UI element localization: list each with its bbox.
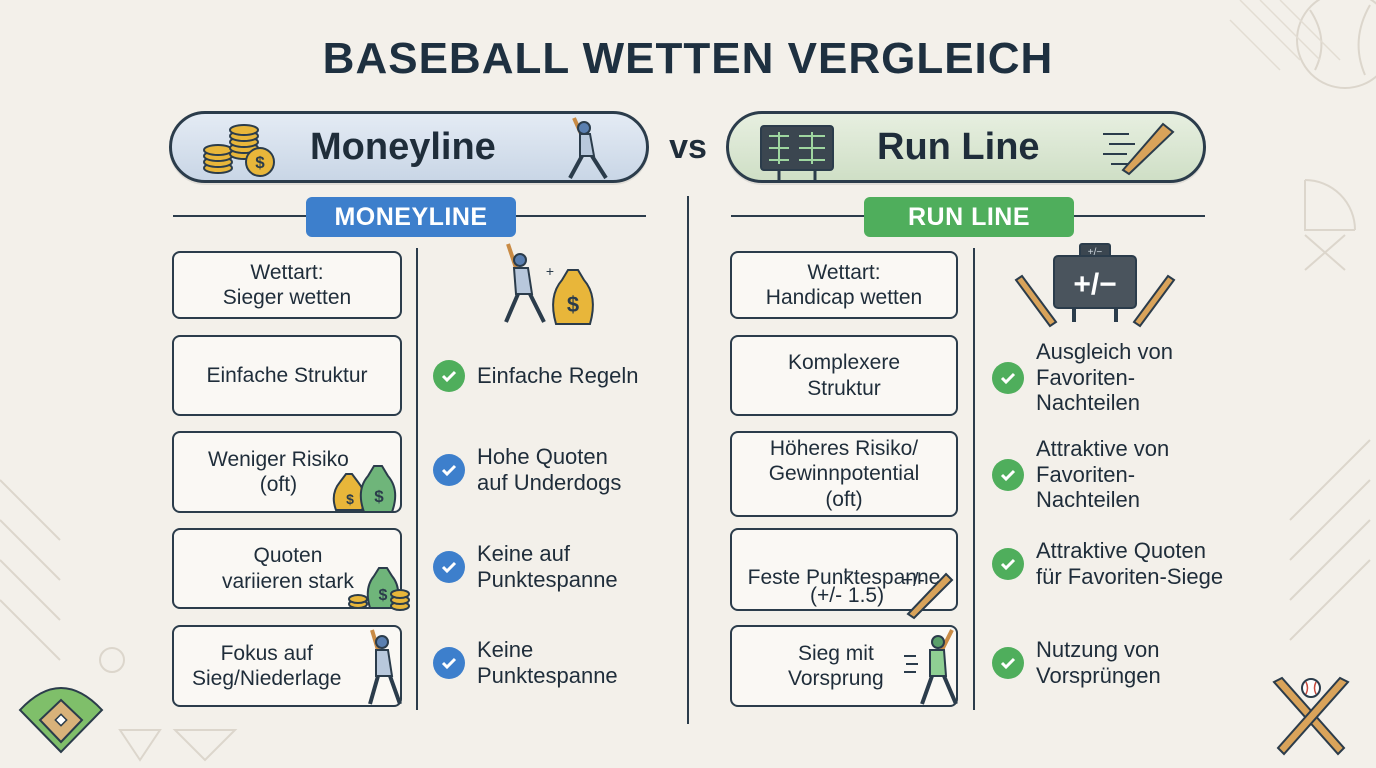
check-blue-icon <box>433 550 465 583</box>
runline-card-bet-type: Wettart: Handicap wetten <box>730 251 958 319</box>
runline-header-pill: Run Line <box>726 111 1206 183</box>
svg-text:$: $ <box>379 587 388 604</box>
moneyline-feature-1-text: Einfache Regeln <box>477 363 639 389</box>
moneyline-card-risk-text: Weniger Risiko (oft) <box>208 447 349 496</box>
svg-text:$: $ <box>374 487 384 506</box>
runline-feature-3: Attraktive Quoten für Favoriten-Siege <box>992 538 1223 589</box>
check-green-icon <box>992 547 1024 580</box>
coin-stack-icon: $ <box>203 124 275 177</box>
svg-text:+: + <box>546 263 554 279</box>
svg-text:$: $ <box>346 491 354 507</box>
runline-card-spread: Feste Punktespanne – +/- (+/- 1.5) <box>730 528 958 611</box>
runline-spread-value: (+/- 1.5) <box>810 584 885 607</box>
runline-card-lead-text: Sieg mit Vorsprung <box>788 641 884 690</box>
runline-spread-sign: +/- <box>902 570 925 591</box>
runline-card-lead: Sieg mit Vorsprung <box>730 625 958 707</box>
runline-badge: RUN LINE <box>864 197 1074 237</box>
runline-feature-4-text: Nutzung von Vorsprüngen <box>1036 637 1161 688</box>
runline-feature-2-text: Attraktive von Favoriten- Nachteilen <box>1036 436 1170 513</box>
svg-text:$: $ <box>567 292 579 317</box>
check-green-icon <box>992 361 1024 394</box>
scoreboard-icon <box>760 125 834 180</box>
center-divider <box>687 196 689 724</box>
runline-feature-1-text: Ausgleich von Favoriten- Nachteilen <box>1036 339 1173 416</box>
check-blue-icon <box>433 646 465 679</box>
runline-column-divider <box>973 248 975 710</box>
moneyline-card-focus: Fokus auf Sieg/Niederlage <box>172 625 402 707</box>
bat-icon <box>1103 122 1175 176</box>
money-bags-icon: $ $ <box>332 465 397 513</box>
batter-card-icon <box>368 629 402 705</box>
batter-icon <box>568 117 608 180</box>
baseball-diamond-icon <box>18 687 104 754</box>
moneyline-card-bet-type: Wettart: Sieger wetten <box>172 251 402 319</box>
moneyline-feature-3: Keine auf Punktespanne <box>433 541 618 592</box>
runline-spread-minus: – <box>844 563 853 580</box>
moneyline-card-odds-text: Quoten variieren stark <box>222 544 354 593</box>
moneyline-card-focus-text: Fokus auf Sieg/Niederlage <box>192 641 342 690</box>
check-green-icon <box>433 360 465 392</box>
moneyline-feature-4: Keine Punktespanne <box>433 637 618 688</box>
runline-feature-1: Ausgleich von Favoriten- Nachteilen <box>992 339 1173 416</box>
runline-feature-3-text: Attraktive Quoten für Favoriten-Siege <box>1036 538 1224 589</box>
crossed-bats-ball-icon <box>1272 676 1350 756</box>
moneyline-pill-label: Moneyline <box>310 125 496 168</box>
check-blue-icon <box>433 453 465 486</box>
moneyline-feature-2: Hohe Quoten auf Underdogs <box>433 444 621 495</box>
scoreboard-small-label: +/− <box>1088 247 1103 258</box>
runline-card-risk: Höheres Risiko/ Gewinnpotential (oft) <box>730 431 958 517</box>
moneyline-column-divider <box>416 248 418 710</box>
runner-icon <box>904 629 958 705</box>
moneyline-badge: MONEYLINE <box>306 197 516 237</box>
money-bag-coins-icon: $ <box>348 567 410 611</box>
moneyline-feature-1: Einfache Regeln <box>433 360 638 392</box>
moneyline-card-structure: Einfache Struktur <box>172 335 402 416</box>
bat-card-icon <box>906 572 954 620</box>
svg-text:$: $ <box>255 153 265 172</box>
scoreboard-main-label: +/− <box>1073 268 1116 301</box>
versus-label: vs <box>669 128 707 166</box>
runline-card-spread-title: Feste Punktespanne <box>747 566 941 590</box>
check-green-icon <box>992 646 1024 679</box>
runline-pill-label: Run Line <box>877 125 1040 168</box>
runline-feature-4: Nutzung von Vorsprüngen <box>992 637 1161 688</box>
runline-card-structure: Komplexere Struktur <box>730 335 958 416</box>
runline-feature-2: Attraktive von Favoriten- Nachteilen <box>992 436 1169 513</box>
moneyline-feature-2-text: Hohe Quoten auf Underdogs <box>477 444 622 495</box>
scoreboard-bats-icon: +/− +/− <box>1014 243 1176 328</box>
check-green-icon <box>992 458 1024 491</box>
moneyline-feature-4-text: Keine Punktespanne <box>477 637 618 688</box>
batter-money-bag-icon: + $ <box>504 243 594 325</box>
moneyline-feature-3-text: Keine auf Punktespanne <box>477 541 618 592</box>
page-title: BASEBALL WETTEN VERGLEICH <box>322 34 1054 83</box>
moneyline-header-pill: $ Moneyline <box>169 111 649 183</box>
